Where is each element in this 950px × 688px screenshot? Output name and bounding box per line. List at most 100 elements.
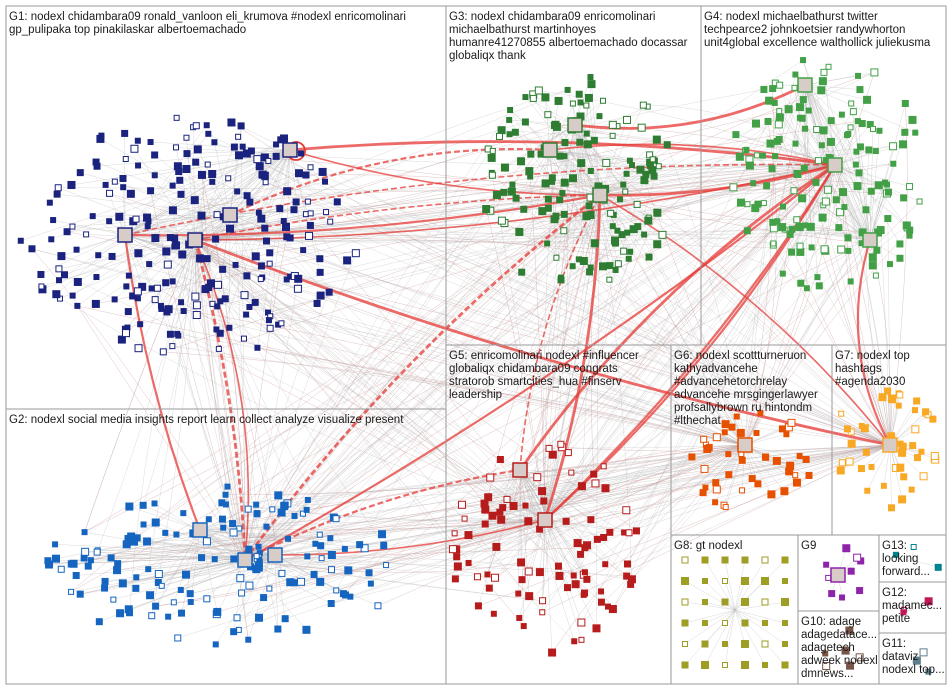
node[interactable] xyxy=(681,598,689,606)
node[interactable] xyxy=(115,212,124,221)
node[interactable] xyxy=(509,502,518,511)
node[interactable] xyxy=(721,598,729,606)
node[interactable] xyxy=(224,483,231,490)
node[interactable] xyxy=(102,181,109,188)
node[interactable] xyxy=(294,169,303,178)
node[interactable] xyxy=(798,194,807,203)
node[interactable] xyxy=(132,215,140,223)
node[interactable] xyxy=(808,244,815,251)
node[interactable] xyxy=(255,613,264,622)
node[interactable] xyxy=(620,247,628,255)
node[interactable] xyxy=(518,576,526,584)
node[interactable] xyxy=(464,531,473,540)
node[interactable] xyxy=(515,227,524,236)
node[interactable] xyxy=(762,453,770,461)
node[interactable] xyxy=(751,119,760,128)
node[interactable] xyxy=(765,96,774,105)
node[interactable] xyxy=(688,453,696,461)
node[interactable] xyxy=(745,161,754,170)
node[interactable] xyxy=(302,625,311,634)
node[interactable] xyxy=(788,248,796,256)
node[interactable] xyxy=(736,198,745,207)
node[interactable] xyxy=(763,182,771,190)
node[interactable] xyxy=(332,515,340,523)
node[interactable] xyxy=(276,205,284,213)
node[interactable] xyxy=(244,505,252,513)
hub-node[interactable] xyxy=(117,227,133,243)
node[interactable] xyxy=(135,162,142,169)
node[interactable] xyxy=(778,223,787,232)
node[interactable] xyxy=(618,231,626,239)
node[interactable] xyxy=(205,130,212,137)
node[interactable] xyxy=(632,527,640,535)
node[interactable] xyxy=(916,198,923,205)
hub-node[interactable] xyxy=(882,437,898,453)
node[interactable] xyxy=(823,561,830,568)
node[interactable] xyxy=(143,537,152,546)
node[interactable] xyxy=(838,188,847,197)
node[interactable] xyxy=(365,569,373,577)
node[interactable] xyxy=(741,619,749,627)
node[interactable] xyxy=(162,529,169,536)
node[interactable] xyxy=(293,284,302,293)
node[interactable] xyxy=(760,200,767,207)
node[interactable] xyxy=(53,190,61,198)
node[interactable] xyxy=(744,201,751,208)
node[interactable] xyxy=(906,226,914,234)
node[interactable] xyxy=(553,254,560,261)
node[interactable] xyxy=(712,479,720,487)
node[interactable] xyxy=(234,188,241,195)
node[interactable] xyxy=(525,167,534,176)
node[interactable] xyxy=(123,283,130,290)
node[interactable] xyxy=(76,169,84,177)
node[interactable] xyxy=(552,122,561,131)
node[interactable] xyxy=(899,140,908,149)
node[interactable] xyxy=(278,320,285,327)
node[interactable] xyxy=(681,556,689,564)
node[interactable] xyxy=(140,521,147,528)
node[interactable] xyxy=(855,169,863,177)
node[interactable] xyxy=(485,584,493,592)
node[interactable] xyxy=(735,152,744,161)
node[interactable] xyxy=(568,174,577,183)
node[interactable] xyxy=(191,292,200,301)
node[interactable] xyxy=(590,136,598,144)
node[interactable] xyxy=(509,181,516,188)
node[interactable] xyxy=(607,209,615,217)
node[interactable] xyxy=(273,141,280,148)
node[interactable] xyxy=(913,454,921,462)
node[interactable] xyxy=(639,101,647,109)
node[interactable] xyxy=(206,279,215,288)
node[interactable] xyxy=(886,261,893,268)
node[interactable] xyxy=(743,227,751,235)
node[interactable] xyxy=(497,126,506,135)
node[interactable] xyxy=(852,161,859,168)
node[interactable] xyxy=(465,559,472,566)
node[interactable] xyxy=(68,588,75,595)
node[interactable] xyxy=(518,268,526,276)
node[interactable] xyxy=(868,253,877,262)
node[interactable] xyxy=(751,204,760,213)
node[interactable] xyxy=(826,137,835,146)
node[interactable] xyxy=(884,387,892,395)
node[interactable] xyxy=(578,636,585,643)
node[interactable] xyxy=(246,304,253,311)
node[interactable] xyxy=(322,178,329,185)
node[interactable] xyxy=(57,252,66,261)
node[interactable] xyxy=(564,449,572,457)
node[interactable] xyxy=(836,208,845,217)
node[interactable] xyxy=(540,497,548,505)
node[interactable] xyxy=(774,120,783,129)
node[interactable] xyxy=(548,648,557,657)
node[interactable] xyxy=(272,152,280,160)
node[interactable] xyxy=(873,246,881,254)
node[interactable] xyxy=(497,515,506,524)
node[interactable] xyxy=(148,612,156,620)
node[interactable] xyxy=(623,115,632,124)
node[interactable] xyxy=(243,311,250,318)
node[interactable] xyxy=(203,122,210,129)
node[interactable] xyxy=(162,279,170,287)
node[interactable] xyxy=(496,456,504,464)
node[interactable] xyxy=(792,140,799,147)
node[interactable] xyxy=(843,425,851,433)
